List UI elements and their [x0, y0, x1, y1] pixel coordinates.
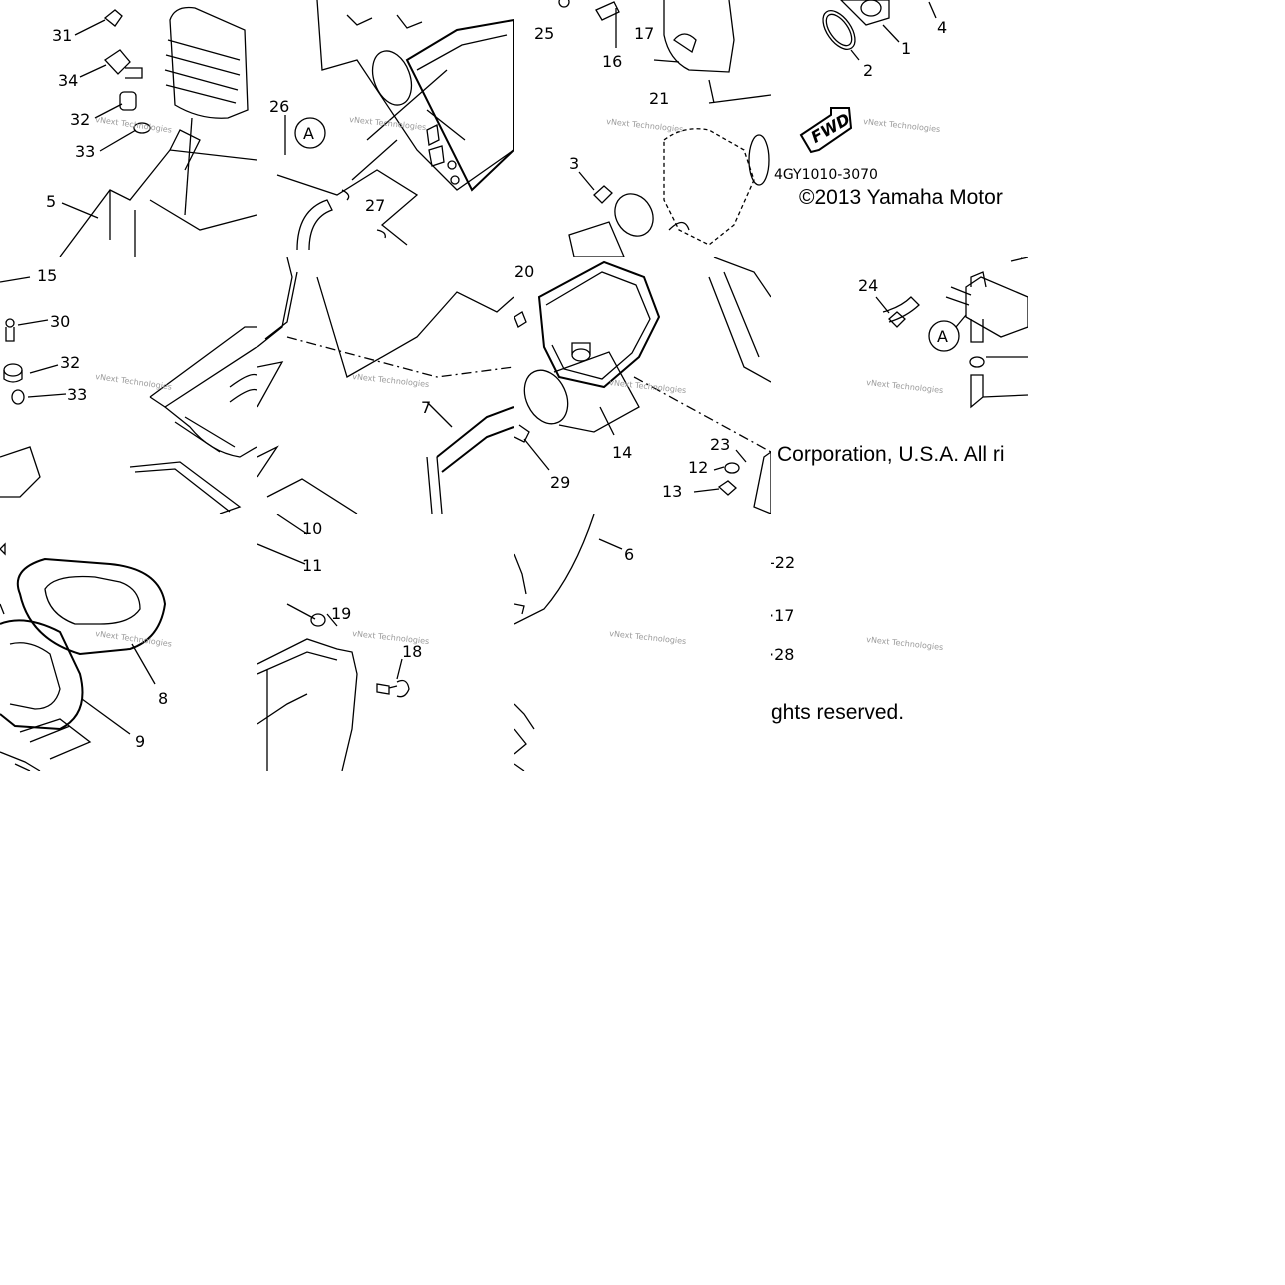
callout-16: 16	[602, 52, 622, 71]
callout-15: 15	[37, 266, 57, 285]
airbox-housing-drawing: A 26 27 vNext Technologies	[269, 0, 514, 251]
callout-9: 9	[135, 732, 145, 751]
drain-check-valve-drawing: 24 A Corporation, U.S.A. All ri vNext Te…	[777, 257, 1028, 466]
diagram-tile-r1c1: 31 34 32 33 5 vNext Technologies	[0, 0, 257, 257]
copyright-line-1: ©2013 Yamaha Motor	[799, 186, 1003, 209]
airbox-base-drawing: 10 11 19 18 vNext Technologies	[257, 514, 430, 771]
callout-13: 13	[662, 482, 682, 501]
callout-8: 8	[158, 689, 168, 708]
callout-7: 7	[421, 398, 431, 417]
diagram-tile-r3c2: 10 11 19 18 vNext Technologies	[257, 514, 514, 771]
callout-6: 6	[624, 545, 634, 564]
callout-4: 4	[937, 18, 947, 37]
copyright-line-3: ghts reserved.	[771, 701, 904, 724]
callout-14: 14	[612, 443, 632, 462]
callout-30: 30	[50, 312, 70, 331]
watermark: vNext Technologies	[352, 372, 430, 389]
callout-23: 23	[710, 435, 730, 454]
ref-marker-a-2: A	[937, 327, 948, 346]
air-filter-element-drawing: 8 9 vNext Technologies	[0, 542, 173, 771]
watermark: vNext Technologies	[352, 629, 430, 646]
callout-33: 33	[75, 142, 95, 161]
callout-18: 18	[402, 642, 422, 661]
diagram-tile-r1c2: A 26 27 vNext Technologies	[257, 0, 514, 257]
watermark: vNext Technologies	[95, 372, 173, 392]
watermark: vNext Technologies	[866, 378, 944, 395]
callout-1: 1	[901, 39, 911, 58]
callout-20: 20	[514, 262, 534, 281]
airbox-duct-drawing: 31 34 32 33 5 vNext Technologies	[46, 6, 257, 257]
callout-31: 31	[52, 26, 72, 45]
callout-32: 32	[70, 110, 90, 129]
watermark: vNext Technologies	[609, 629, 687, 646]
callout-21: 21	[649, 89, 669, 108]
callout-19: 19	[331, 604, 351, 623]
callout-legend-tile: -22 ·17 ·28 ghts reserved. vNext Technol…	[771, 553, 944, 724]
airbox-frame-drawing: 7 vNext Technologies	[257, 257, 514, 514]
part-code: 4GY1010-3070	[774, 167, 878, 183]
diagram-tile-r1c3: 25 17 16 21 3 vNext Technologies	[514, 0, 771, 257]
callout-22: -22	[771, 553, 795, 572]
diagram-tile-r2c2: 7 vNext Technologies	[257, 257, 514, 514]
callout-25: 25	[534, 24, 554, 43]
callout-11: 11	[302, 556, 322, 575]
callout-27: 27	[365, 196, 385, 215]
diagram-tile-r2c3: 20 14 29 23 12 13 vNext Technologies	[514, 257, 771, 514]
diagram-tile-r2c1: 15 30 32 33 vNext Technologies	[0, 257, 257, 514]
diagram-tile-r3c3: 6 vNext Technologies	[514, 514, 771, 771]
callout-17: 17	[634, 24, 654, 43]
airbox-lid-drawing: 15 30 32 33 vNext Technologies	[0, 266, 257, 514]
callout-24: 24	[858, 276, 878, 295]
watermark: vNext Technologies	[863, 117, 941, 134]
diagram-tile-r3c1: 8 9 vNext Technologies	[0, 514, 257, 771]
callout-10: 10	[302, 519, 322, 538]
callout-26: 26	[269, 97, 289, 116]
callout-33b: 33	[67, 385, 87, 404]
diagram-tile-r1c4: FWD 2 1 4 4GY1010-3070 ©2013 Yamaha Moto…	[771, 0, 1028, 257]
watermark: vNext Technologies	[606, 117, 684, 134]
hull-cover-drawing: 6 vNext Technologies	[514, 514, 687, 771]
intake-elbow-drawing: 20 14 29 23 12 13 vNext Technologies	[514, 257, 771, 514]
diagram-tile-r3c4: -22 ·17 ·28 ghts reserved. vNext Technol…	[771, 514, 1028, 771]
copyright-line-2: Corporation, U.S.A. All ri	[777, 443, 1005, 466]
fwd-arrow-and-gasket-drawing: FWD 2 1 4 4GY1010-3070 ©2013 Yamaha Moto…	[774, 0, 1003, 209]
watermark: vNext Technologies	[609, 378, 687, 395]
callout-34: 34	[58, 71, 78, 90]
watermark: vNext Technologies	[866, 635, 944, 652]
callout-17b: ·17	[771, 606, 794, 625]
callout-29: 29	[550, 473, 570, 492]
callout-2: 2	[863, 61, 873, 80]
callout-5: 5	[46, 192, 56, 211]
callout-32b: 32	[60, 353, 80, 372]
diagram-tile-r2c4: 24 A Corporation, U.S.A. All ri vNext Te…	[771, 257, 1028, 514]
carburetor-joint-drawing: 25 17 16 21 3 vNext Technologies	[534, 0, 771, 257]
ref-marker-a: A	[303, 124, 314, 143]
callout-28: ·28	[771, 645, 794, 664]
callout-12: 12	[688, 458, 708, 477]
callout-3: 3	[569, 154, 579, 173]
watermark: vNext Technologies	[349, 115, 427, 132]
